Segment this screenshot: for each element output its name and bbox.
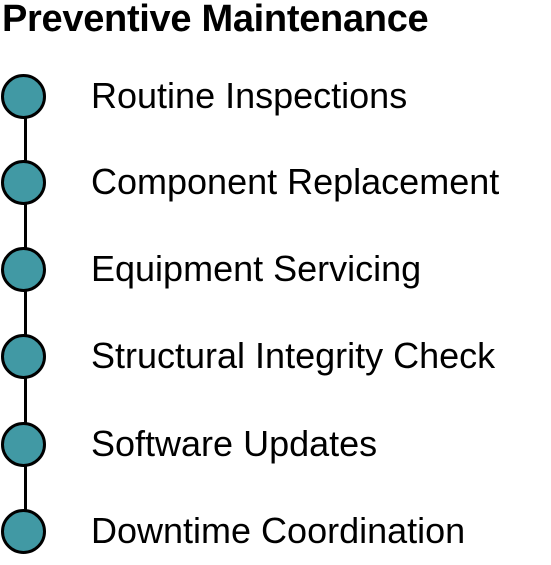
step-label: Routine Inspections — [91, 75, 408, 116]
timeline-node — [1, 74, 46, 119]
timeline-step-5: Software Updates — [0, 420, 551, 476]
step-label: Downtime Coordination — [91, 510, 466, 551]
timeline-step-2: Component Replacement — [0, 158, 551, 214]
timeline-step-3: Equipment Servicing — [0, 245, 551, 301]
timeline-step-1: Routine Inspections — [0, 72, 551, 128]
step-label: Structural Integrity Check — [91, 335, 496, 376]
timeline-node — [1, 509, 46, 554]
timeline-node — [1, 422, 46, 467]
timeline-step-4: Structural Integrity Check — [0, 332, 551, 388]
step-label: Equipment Servicing — [91, 248, 422, 289]
timeline-step-6: Downtime Coordination — [0, 507, 551, 563]
timeline-connector — [24, 97, 27, 535]
timeline-node — [1, 334, 46, 379]
timeline-node — [1, 160, 46, 205]
diagram-title: Preventive Maintenance — [2, 0, 429, 40]
step-label: Software Updates — [91, 423, 378, 464]
timeline-node — [1, 247, 46, 292]
step-label: Component Replacement — [91, 161, 500, 202]
